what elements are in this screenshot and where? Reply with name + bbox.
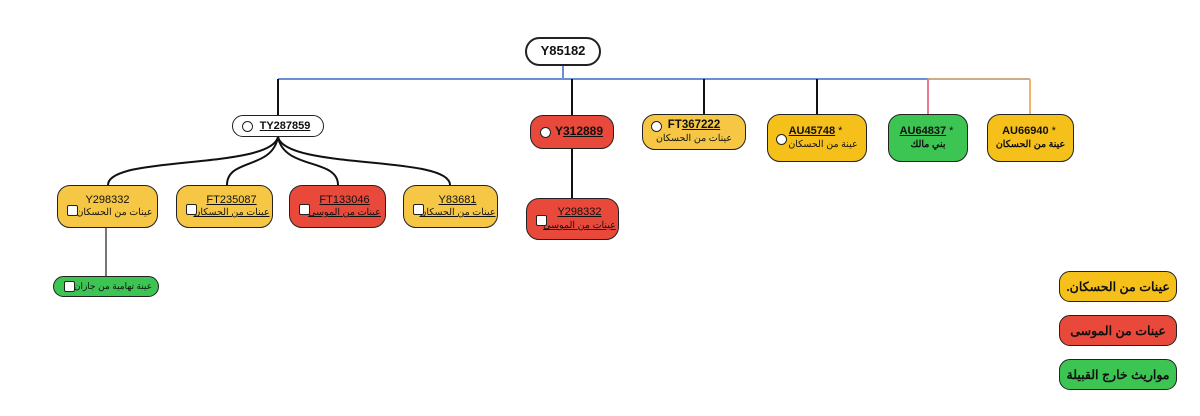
node-y298332-hasakan[interactable]: Y298332 عينات من الحسكان	[57, 185, 158, 228]
checkbox-icon[interactable]	[67, 205, 78, 216]
node-id: Y83681	[438, 193, 477, 206]
node-id: FT367222	[667, 118, 721, 131]
node-label: عينة تهامية من جازان	[73, 281, 153, 292]
node-label: عينات من الحسكان	[655, 133, 733, 145]
node-id: Y312889	[554, 124, 604, 139]
node-id: FT235087	[206, 193, 257, 206]
node-id-row: AU66940*	[1002, 125, 1056, 138]
node-id-row: AU45748*	[788, 125, 843, 138]
node-ft235087[interactable]: FT235087 عينات من الحسكان	[176, 185, 273, 228]
node-id: FT133046	[319, 193, 370, 206]
node-au45748[interactable]: AU45748* عينة من الحسكان	[767, 114, 867, 162]
root-id: Y85182	[540, 43, 586, 59]
node-y312889[interactable]: Y312889	[530, 115, 614, 149]
node-id: TY287859	[259, 119, 311, 132]
node-label: عينات من الحسكان	[419, 207, 496, 219]
node-label: بني مالك	[910, 138, 946, 150]
checkbox-icon[interactable]	[536, 215, 547, 226]
node-label: عينات من الموسى	[543, 219, 616, 231]
checkbox-icon[interactable]	[299, 204, 310, 215]
checkbox-icon[interactable]	[776, 134, 787, 145]
node-label: عينات من الحسكان	[76, 207, 153, 219]
node-ft133046[interactable]: FT133046 عينات من الموسى	[289, 185, 386, 228]
checkbox-icon[interactable]	[413, 204, 424, 215]
node-id-row: AU64837*	[899, 125, 954, 138]
node-y298332-mousa[interactable]: Y298332 عينات من الموسى	[526, 198, 619, 240]
legend-mousa: عينات من الموسى	[1059, 315, 1177, 346]
node-au66940[interactable]: AU66940* عينة من الحسكان	[987, 114, 1074, 162]
node-label: عينة من الحسكان	[995, 138, 1066, 150]
node-ty287859[interactable]: TY287859	[232, 115, 324, 137]
legend-outside: مواريث خارج القبيلة	[1059, 359, 1177, 390]
root-node[interactable]: Y85182	[525, 37, 601, 66]
checkbox-icon[interactable]	[64, 281, 75, 292]
node-label: عينات من الحسكان	[193, 207, 270, 219]
node-ft367222[interactable]: FT367222 عينات من الحسكان	[642, 114, 746, 150]
node-label: عينة من الحسكان	[788, 138, 858, 150]
node-au64837[interactable]: AU64837* بني مالك	[888, 114, 968, 162]
checkbox-icon[interactable]	[242, 121, 253, 132]
node-tihama[interactable]: عينة تهامية من جازان	[53, 276, 159, 297]
legend-hasakan: عينات من الحسكان.	[1059, 271, 1177, 302]
node-y83681[interactable]: Y83681 عينات من الحسكان	[403, 185, 498, 228]
node-label: عينات من الموسى	[308, 207, 381, 219]
checkbox-icon[interactable]	[540, 127, 551, 138]
checkbox-icon[interactable]	[186, 204, 197, 215]
node-id: Y298332	[85, 193, 130, 206]
checkbox-icon[interactable]	[651, 121, 662, 132]
node-id: Y298332	[557, 206, 602, 219]
